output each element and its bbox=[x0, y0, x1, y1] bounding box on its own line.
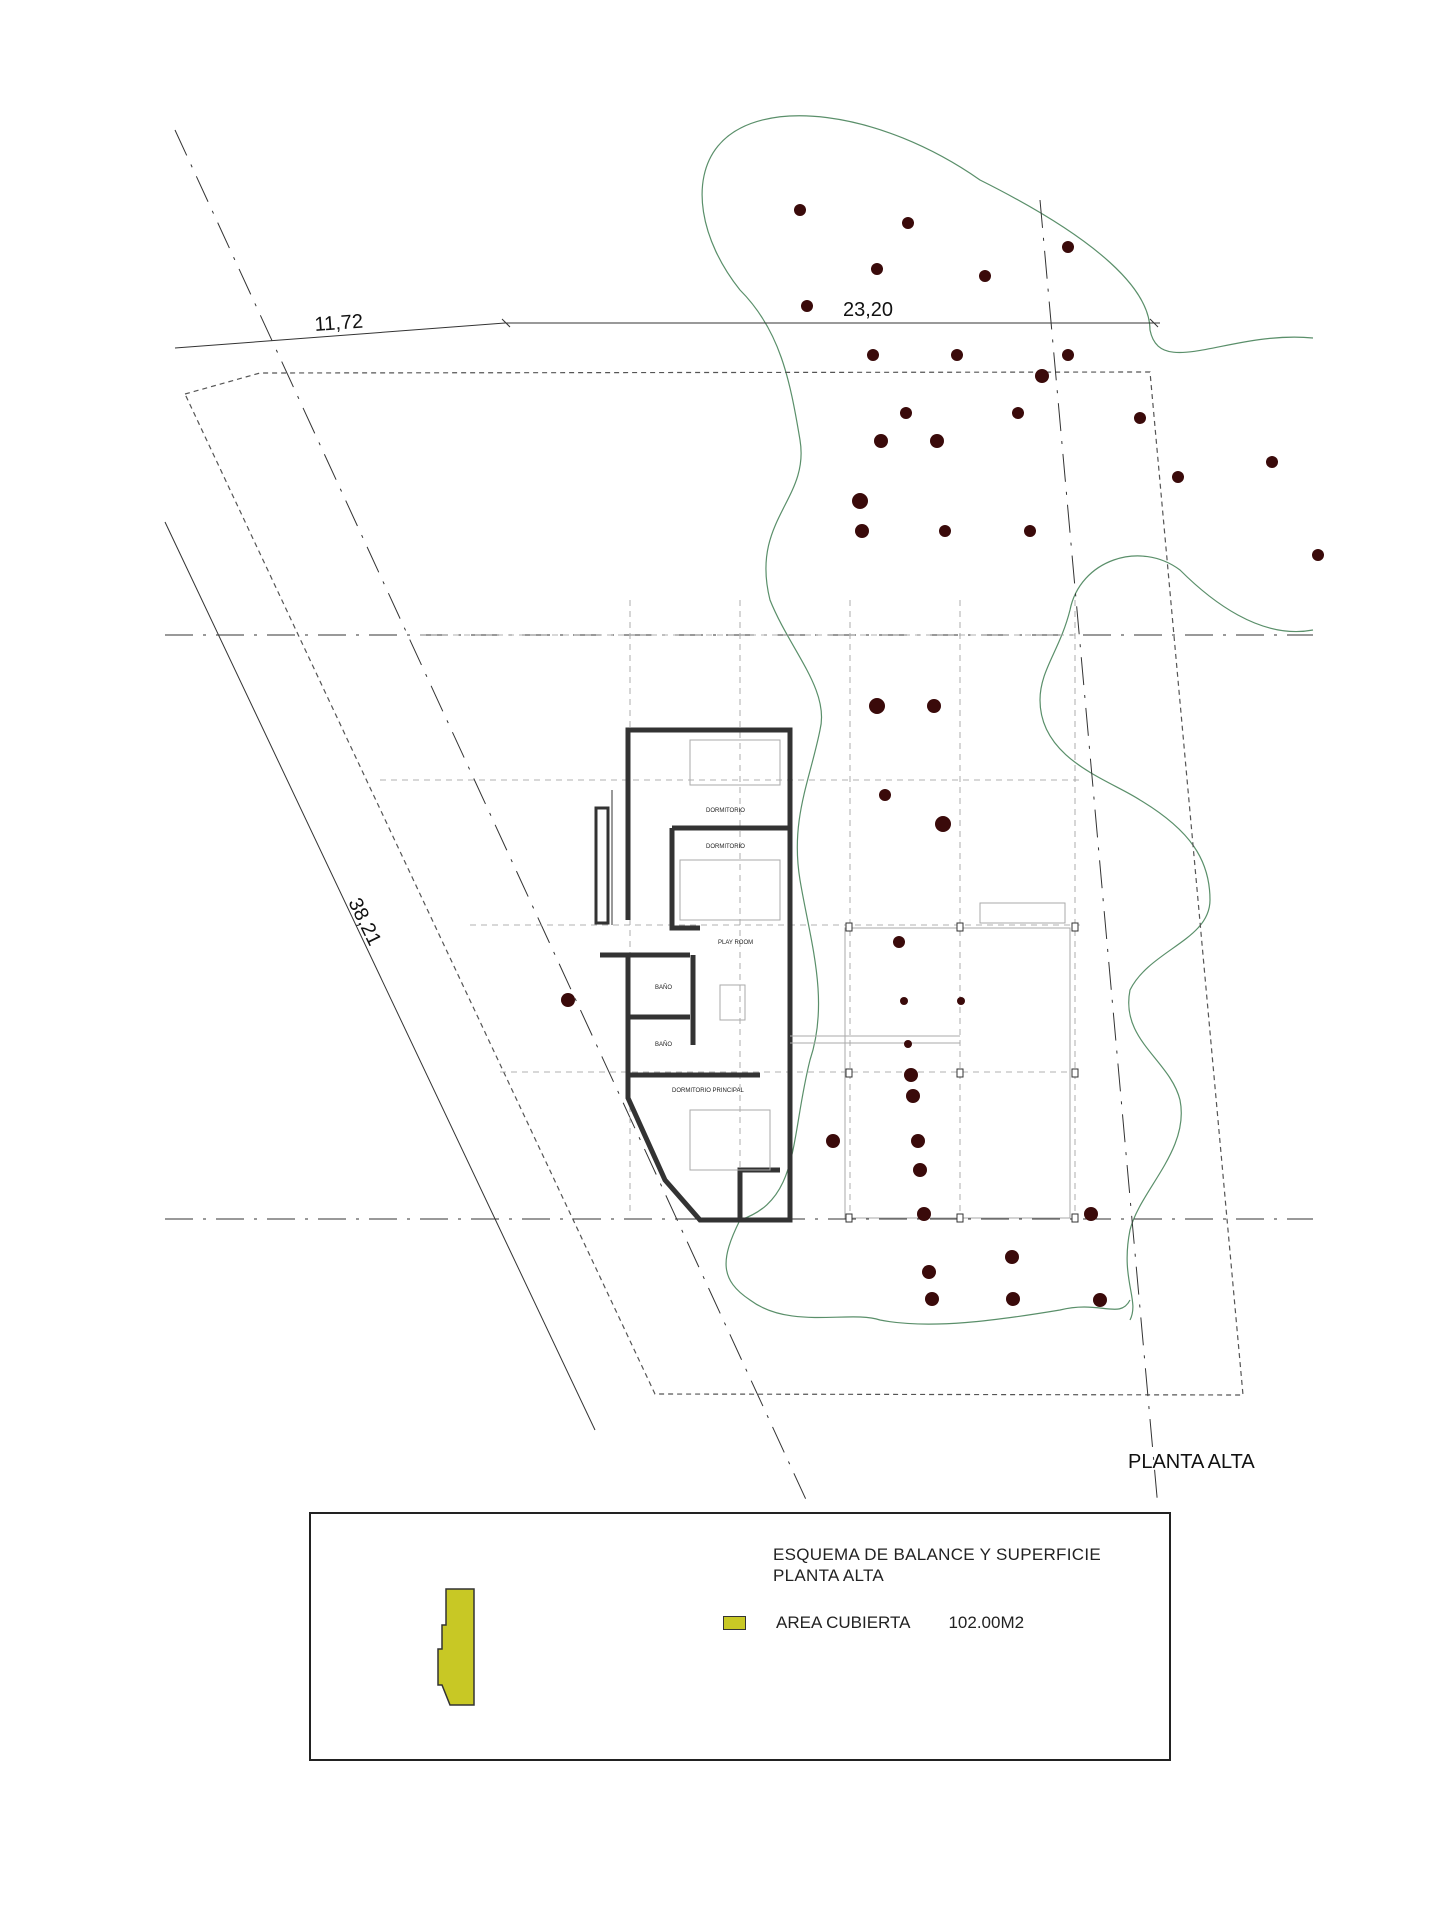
property-boundary bbox=[184, 371, 1244, 1396]
room-label-bano-2: BAÑO bbox=[655, 1041, 672, 1048]
room-label-dormitorio-2: DORMITORIO bbox=[706, 844, 745, 850]
room-label-dormitorio-1: DORMITORIO bbox=[706, 808, 745, 814]
legend-swatch bbox=[723, 1616, 746, 1630]
legend-box: ESQUEMA DE BALANCE Y SUPERFICIE PLANTA A… bbox=[309, 1512, 1171, 1761]
site-plan-drawing: 11,72 23,20 38,21 DORMITORIO DORMITORIO … bbox=[164, 115, 1324, 1500]
dimension-side: 38,21 bbox=[344, 895, 386, 950]
legend-item-label: AREA CUBIERTA bbox=[776, 1613, 911, 1632]
dimension-top-left: 11,72 bbox=[314, 311, 364, 336]
plan-title: PLANTA ALTA bbox=[1128, 1451, 1255, 1473]
building-walls bbox=[600, 727, 793, 1223]
legend-title-line1: ESQUEMA DE BALANCE Y SUPERFICIE bbox=[773, 1545, 1101, 1564]
legend-title: ESQUEMA DE BALANCE Y SUPERFICIE PLANTA A… bbox=[773, 1544, 1101, 1586]
vegetation-outline bbox=[701, 115, 1314, 1325]
area-footprint-icon bbox=[437, 1588, 475, 1706]
legend-item-value: 102.00M2 bbox=[948, 1613, 1025, 1632]
stair bbox=[594, 790, 613, 925]
room-label-bano-1: BAÑO bbox=[655, 984, 672, 991]
legend-title-line2: PLANTA ALTA bbox=[773, 1566, 885, 1585]
structural-grid bbox=[380, 600, 1080, 1215]
room-label-dormitorio-principal: DORMITORIO PRINCIPAL bbox=[672, 1088, 744, 1094]
dimension-lines bbox=[164, 318, 1160, 1431]
trees bbox=[561, 204, 1324, 1307]
dimension-top-right: 23,20 bbox=[843, 299, 893, 321]
room-label-play-room: PLAY ROOM bbox=[718, 940, 753, 946]
column-markers bbox=[845, 922, 1079, 1223]
legend-item: AREA CUBIERTA 102.00M2 bbox=[723, 1613, 1024, 1633]
